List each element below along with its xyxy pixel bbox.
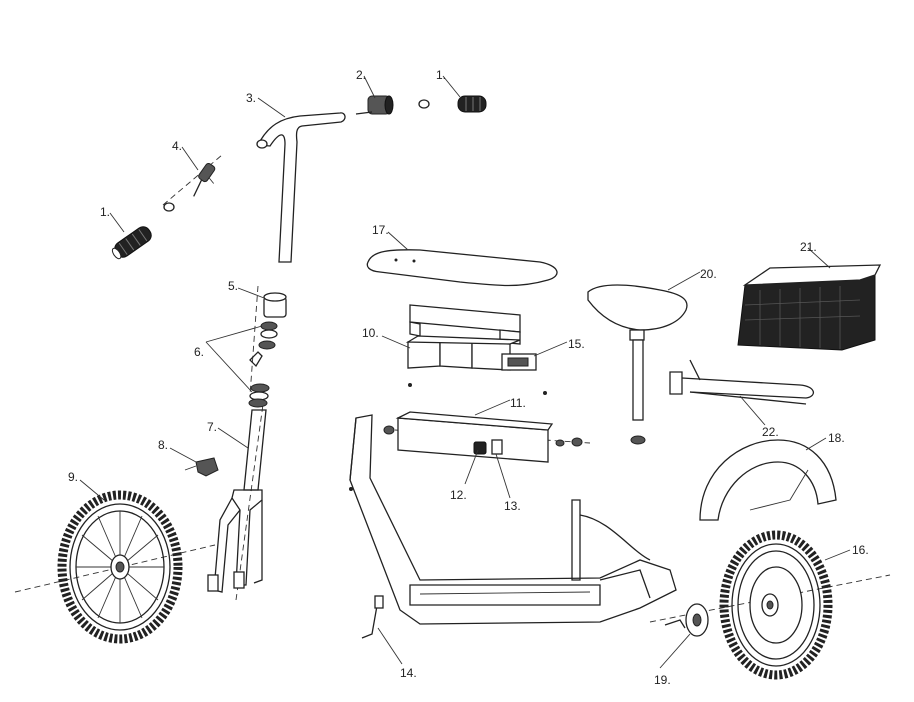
power-switch-part: [473, 441, 487, 455]
label-part-21: 21.: [800, 240, 817, 254]
part-number-labels: 1. 1. 2. 3. 4. 5. 6. 7. 8. 9. 10. 11. 12…: [68, 68, 869, 687]
rear-wheel-motor-part: [719, 530, 833, 680]
throttle-grip-part: [355, 95, 430, 115]
seat-part: [587, 284, 688, 445]
label-part-6: 6.: [194, 345, 204, 359]
label-part-17: 17.: [372, 223, 389, 237]
deck-plate-part: [366, 249, 558, 287]
brake-caliper-part: [184, 457, 219, 477]
charge-port-part: [491, 439, 503, 455]
kickstand-part: [361, 595, 384, 639]
scooter-frame-part: [349, 414, 677, 625]
label-part-12: 12.: [450, 488, 467, 502]
basket-part: [737, 264, 882, 351]
rear-fender-part: [699, 439, 837, 521]
headset-bearing-parts: [248, 292, 287, 408]
callout-leader-lines: [79, 75, 851, 669]
label-part-11: 11.: [510, 396, 526, 410]
right-grip-part: [457, 95, 487, 113]
controller-part: [501, 353, 537, 371]
label-part-20: 20.: [700, 267, 717, 281]
rear-brake-disc-part: [664, 603, 709, 637]
label-part-13: 13.: [504, 499, 521, 513]
label-part-7: 7.: [207, 420, 217, 434]
brake-lever-part: [193, 162, 216, 197]
label-part-1-right: 1.: [436, 68, 446, 82]
label-part-16: 16.: [852, 543, 869, 557]
front-wheel-part: [57, 490, 183, 644]
label-part-1-left: 1.: [100, 205, 110, 219]
assembly-axis-lines: [14, 154, 891, 623]
label-part-14: 14.: [400, 666, 417, 680]
label-part-5: 5.: [228, 279, 238, 293]
label-part-22: 22.: [762, 425, 779, 439]
label-part-2: 2.: [356, 68, 366, 82]
label-part-15: 15.: [568, 337, 585, 351]
battery-tray-part: [383, 383, 583, 463]
label-part-18: 18.: [828, 431, 845, 445]
label-part-10: 10.: [362, 326, 379, 340]
rear-rack-part: [669, 359, 814, 405]
label-part-9: 9.: [68, 470, 78, 484]
left-grip-part: [111, 202, 175, 260]
label-part-4: 4.: [172, 139, 182, 153]
label-part-19: 19.: [654, 673, 671, 687]
label-part-8: 8.: [158, 438, 168, 452]
label-part-3: 3.: [246, 91, 256, 105]
front-fork-part: [207, 409, 267, 593]
handlebar-part: [256, 112, 346, 263]
